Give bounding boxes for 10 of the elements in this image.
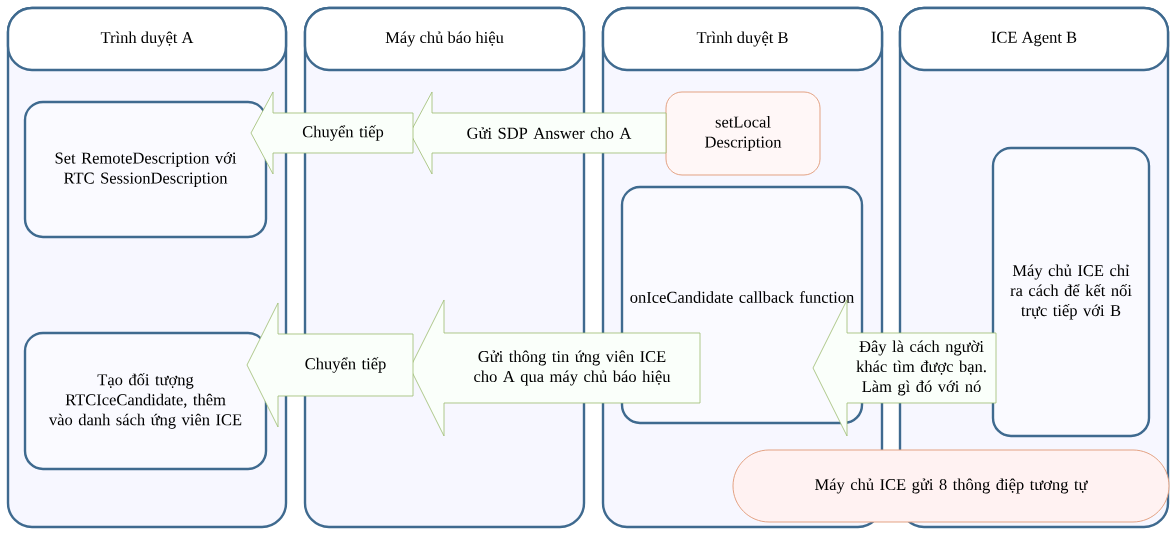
block-arrow xyxy=(246,302,414,428)
process-box: Tạo đối tượng RTCIceCandidate, thêm vào danh sách ứng viên ICE xyxy=(23,331,268,471)
block-arrow xyxy=(812,299,997,437)
process-box: Máy chủ ICE chỉ ra cách để kết nối trực tiếp với B xyxy=(991,146,1151,438)
process-box: Set RemoteDescription với RTC SessionDescription xyxy=(23,100,268,239)
edge-label: Chuyển tiếp xyxy=(302,125,384,141)
process-box: setLocal Description xyxy=(665,91,821,176)
block-arrow xyxy=(250,91,414,175)
rounded-box: Máy chủ ICE gửi 8 thông điệp tương tự xyxy=(732,449,1170,523)
edge-label: Chuyển tiếp xyxy=(305,357,386,373)
